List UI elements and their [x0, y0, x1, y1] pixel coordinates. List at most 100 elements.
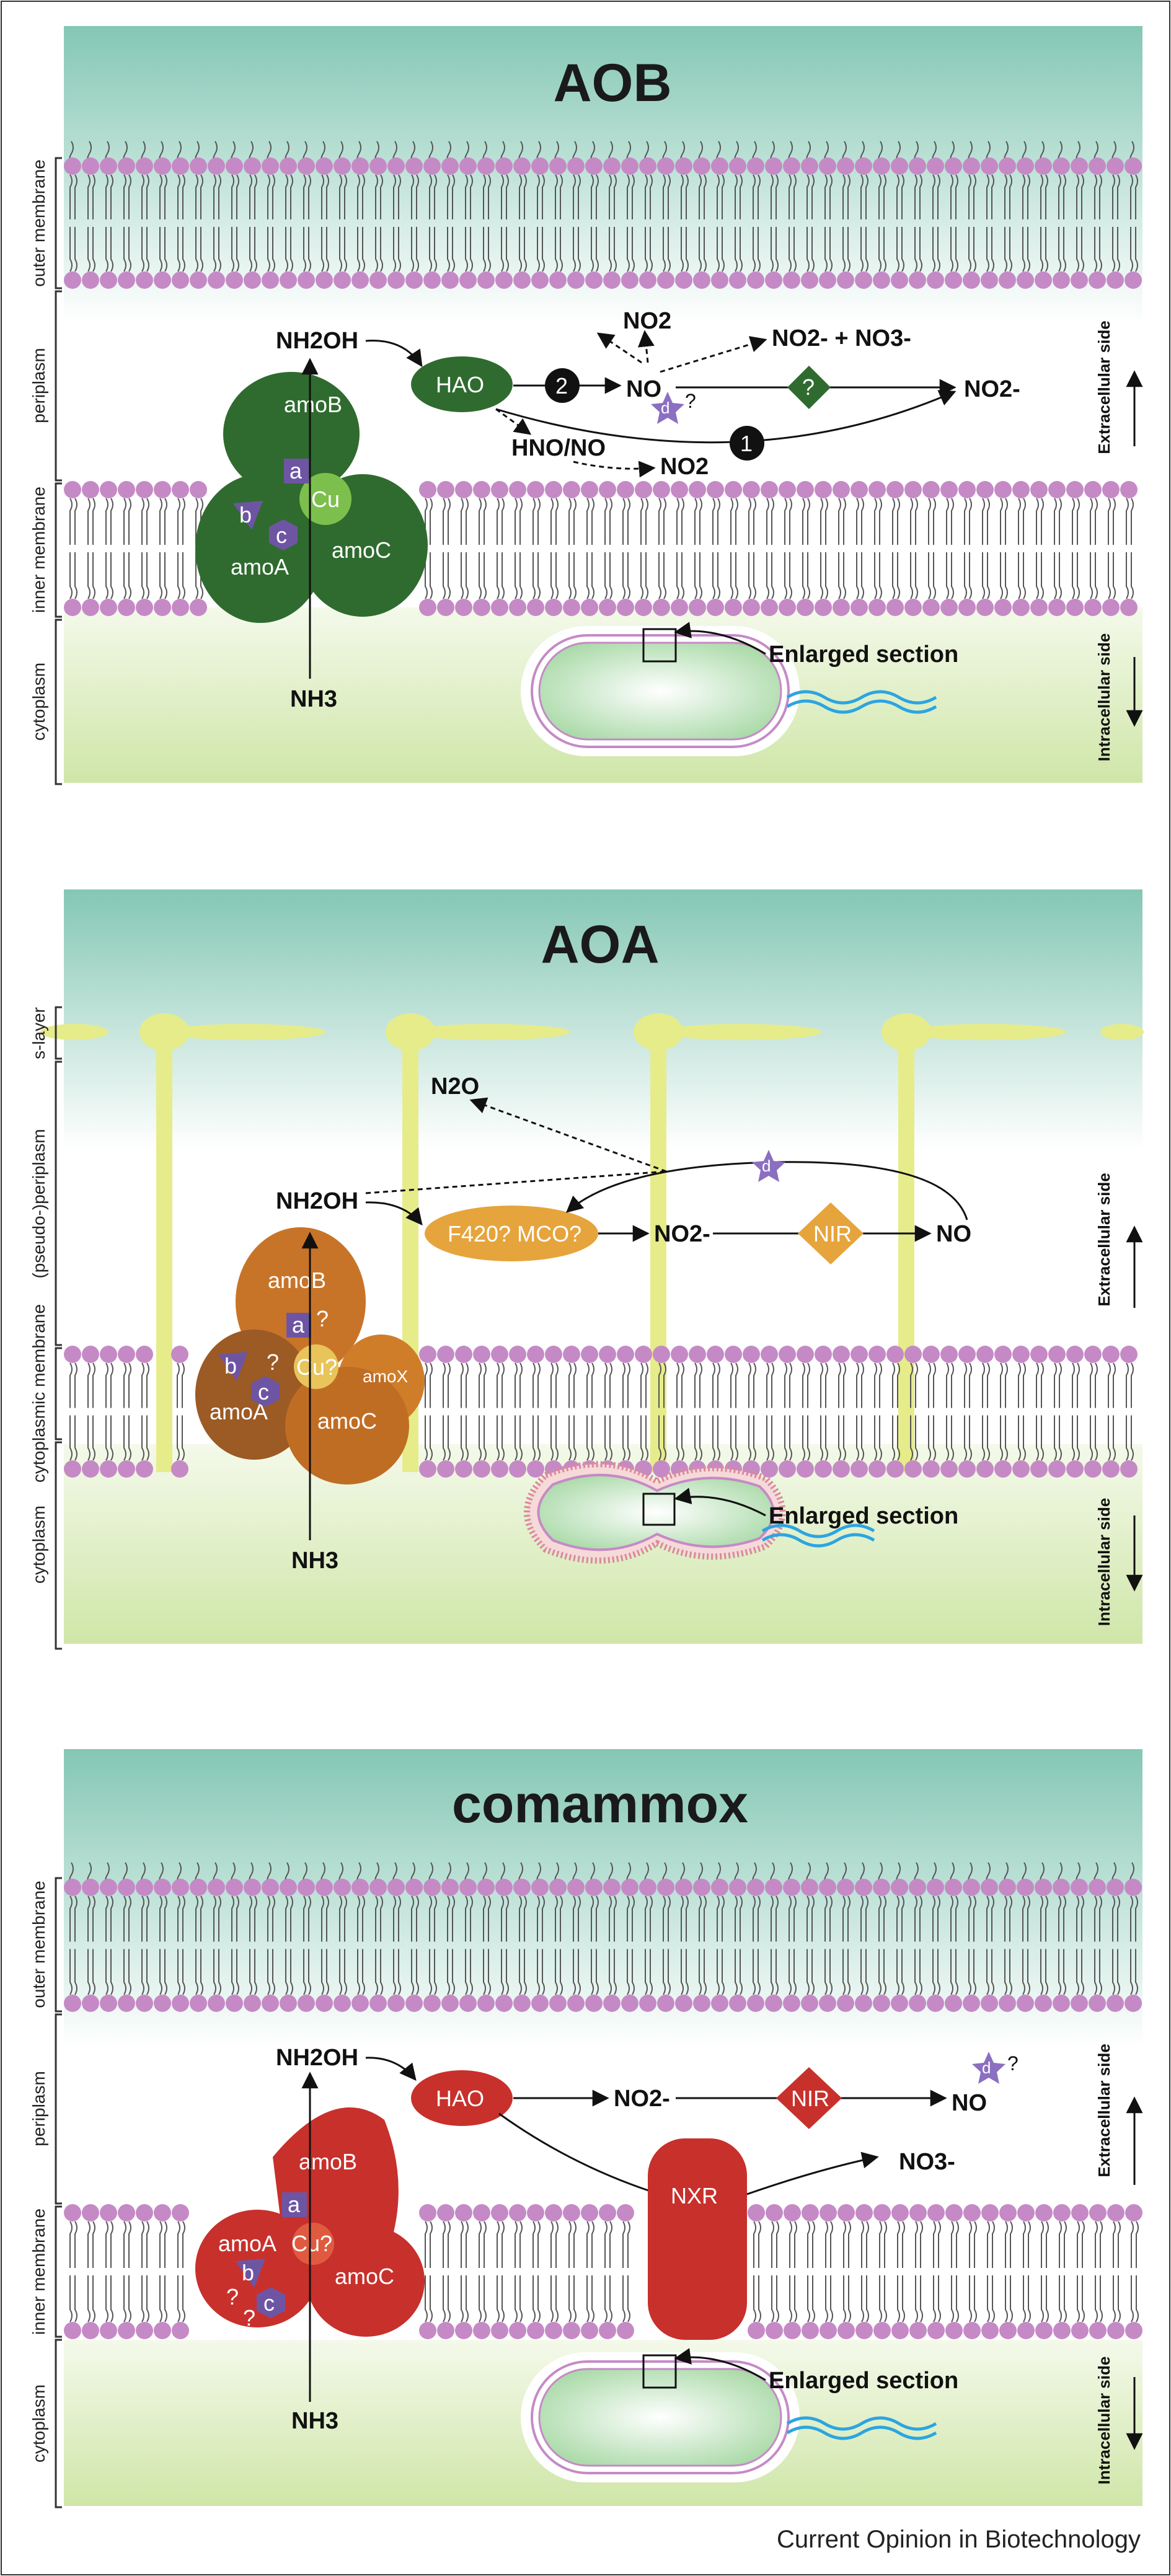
aob-hao-enzyme: [411, 356, 513, 412]
comammox-cell-illustration: [521, 2352, 937, 2482]
aob-amob-subunit: [223, 372, 360, 496]
svg-text:b: b: [239, 502, 252, 527]
aoa-nh3-label: NH3: [291, 1548, 338, 1574]
comammox-cu-label: Cu?: [291, 2231, 332, 2256]
aoa-membrane-tails: [69, 1362, 1134, 1461]
comammox-nh2oh-to-hao-arrow: [365, 2057, 417, 2081]
aob-hno-to-no2-arrow: [573, 461, 656, 478]
aob-enlarged-arrow: [674, 622, 766, 655]
comammox-site-a: a: [282, 2192, 307, 2217]
aob-outer-membrane: [64, 141, 1142, 289]
aob-step1-marker: [730, 426, 764, 461]
aob-layer-brackets: [55, 157, 62, 785]
comammox-no-label: NO: [952, 2090, 987, 2116]
aoa-layer-pseudo-periplasm: (pseudo-)periplasm: [29, 1129, 48, 1278]
comammox-enlarged-arrow: [674, 2348, 766, 2381]
aob-extracellular-label: Extracellular side: [1095, 320, 1113, 454]
aob-background-extracellular: [64, 26, 1142, 324]
comammox-nh3-label: NH3: [291, 2408, 338, 2434]
aob-nh2oh-label: NH2OH: [276, 328, 358, 354]
svg-text:d: d: [982, 2058, 991, 2077]
comammox-layer-periplasm: periplasm: [29, 2071, 48, 2146]
comammox-inner-membrane-tails: [69, 2221, 1139, 2322]
svg-text:b: b: [224, 1353, 237, 1378]
comammox-layer-cytoplasm: cytoplasm: [29, 2384, 48, 2463]
aoa-nh2oh-dashed-line: [365, 1170, 667, 1194]
comammox-outer-membrane-heads: [64, 1879, 1142, 2012]
comammox-layer-inner-membrane: inner membrane: [29, 2208, 48, 2335]
aoa-cu-label: Cu?: [296, 1354, 337, 1380]
comammox-hao-to-nxr-line: [498, 2112, 670, 2199]
aob-outer-membrane-heads: [64, 157, 1142, 289]
aoa-panel: AOA s-layer (pseudo-)periplasm cytoplasm…: [29, 889, 1144, 1650]
aob-inner-membrane-tails: [69, 498, 1134, 599]
aob-layer-outer-membrane: outer membrane: [29, 159, 48, 286]
aob-no2-low-label: NO2: [660, 454, 709, 480]
aoa-title: AOA: [541, 915, 659, 974]
comammox-site-d: d ?: [972, 2052, 1019, 2084]
comammox-hao-label: HAO: [436, 2086, 484, 2111]
aob-site-d: d ?: [651, 390, 696, 424]
comammox-layer-outer-membrane: outer membrane: [29, 1881, 48, 2008]
svg-text:b: b: [242, 2260, 254, 2285]
svg-text:?: ?: [685, 390, 696, 412]
aob-site-a: a: [284, 458, 309, 483]
aoa-nir-label: NIR: [813, 1221, 852, 1246]
aob-amoa-label: amoA: [231, 554, 289, 580]
aob-no-to-no2-no3-arrow: [660, 336, 767, 373]
comammox-nxr-to-no3-arrow: [746, 2151, 879, 2195]
svg-text:?: ?: [226, 2284, 239, 2309]
comammox-inner-membrane-heads: [64, 2204, 1142, 2339]
comammox-no3-label: NO3-: [899, 2149, 955, 2175]
aob-unknown-enzyme: [787, 366, 831, 409]
aoa-cu-center: [294, 1344, 338, 1389]
aob-intracellular-label: Intracellular side: [1095, 633, 1113, 762]
aob-site-b: b: [233, 501, 263, 530]
aoa-f420-mco-enzyme: [425, 1206, 598, 1261]
svg-text:c: c: [258, 1379, 269, 1405]
aoa-site-a: a ?: [286, 1306, 329, 1338]
aoa-f420-mco-label: F420? MCO?: [448, 1221, 581, 1246]
comammox-title: comammox: [452, 1775, 748, 1834]
comammox-extracellular-label: Extracellular side: [1095, 2044, 1113, 2177]
aob-layer-inner-membrane: inner membrane: [29, 487, 48, 613]
svg-text:?: ?: [267, 1349, 279, 1375]
comammox-nh2oh-label: NH2OH: [276, 2045, 358, 2071]
aoa-nir-enzyme: [798, 1202, 864, 1264]
aob-hno-arrow: [495, 408, 532, 435]
credit-text: Current Opinion in Biotechnology: [777, 2526, 1141, 2553]
comammox-amob-label: amoB: [299, 2149, 357, 2174]
aoa-intracellular-label: Intracellular side: [1095, 1498, 1113, 1626]
aoa-enlarged-label: Enlarged section: [769, 1503, 958, 1529]
aob-no2-no3-label: NO2- + NO3-: [772, 325, 911, 351]
aob-cu-center: [299, 473, 351, 525]
aob-cell-illustration: [521, 626, 937, 756]
aoa-no2-label: NO2-: [654, 1221, 710, 1247]
aob-no2-right-label: NO2-: [964, 376, 1020, 402]
comammox-site-c: c ?: [243, 2287, 285, 2331]
svg-text:?: ?: [243, 2305, 255, 2331]
aob-no2-top-label: NO2: [623, 308, 671, 334]
aoa-nh2oh-label: NH2OH: [276, 1188, 358, 1214]
aob-title: AOB: [553, 53, 671, 113]
aoa-amoc-label: amoC: [317, 1408, 377, 1434]
comammox-panel: comammox outer membrane periplasm inner …: [29, 1749, 1143, 2508]
svg-text:?: ?: [1007, 2052, 1019, 2075]
aoa-nh2oh-to-f420-arrow: [365, 1201, 423, 1226]
aoa-cell-illustration: [524, 1461, 875, 1564]
aob-step1-label: 1: [740, 431, 753, 456]
aob-nh2oh-to-hao-arrow: [365, 340, 423, 368]
aob-step2-marker: [545, 368, 580, 403]
aob-amoc-label: amoC: [332, 537, 391, 563]
svg-text:a: a: [292, 1312, 305, 1338]
aob-outer-membrane-tails: [69, 141, 1138, 272]
aob-unknown-label: ?: [802, 374, 815, 400]
aoa-amoc-subunit: [285, 1367, 409, 1484]
aoa-layer-s-layer: s-layer: [29, 1007, 48, 1059]
comammox-nir-enzyme: [776, 2067, 842, 2129]
aoa-no-label: NO: [936, 1221, 971, 1247]
aoa-layer-brackets: [55, 1006, 62, 1650]
aob-amo-complex: [195, 372, 428, 623]
